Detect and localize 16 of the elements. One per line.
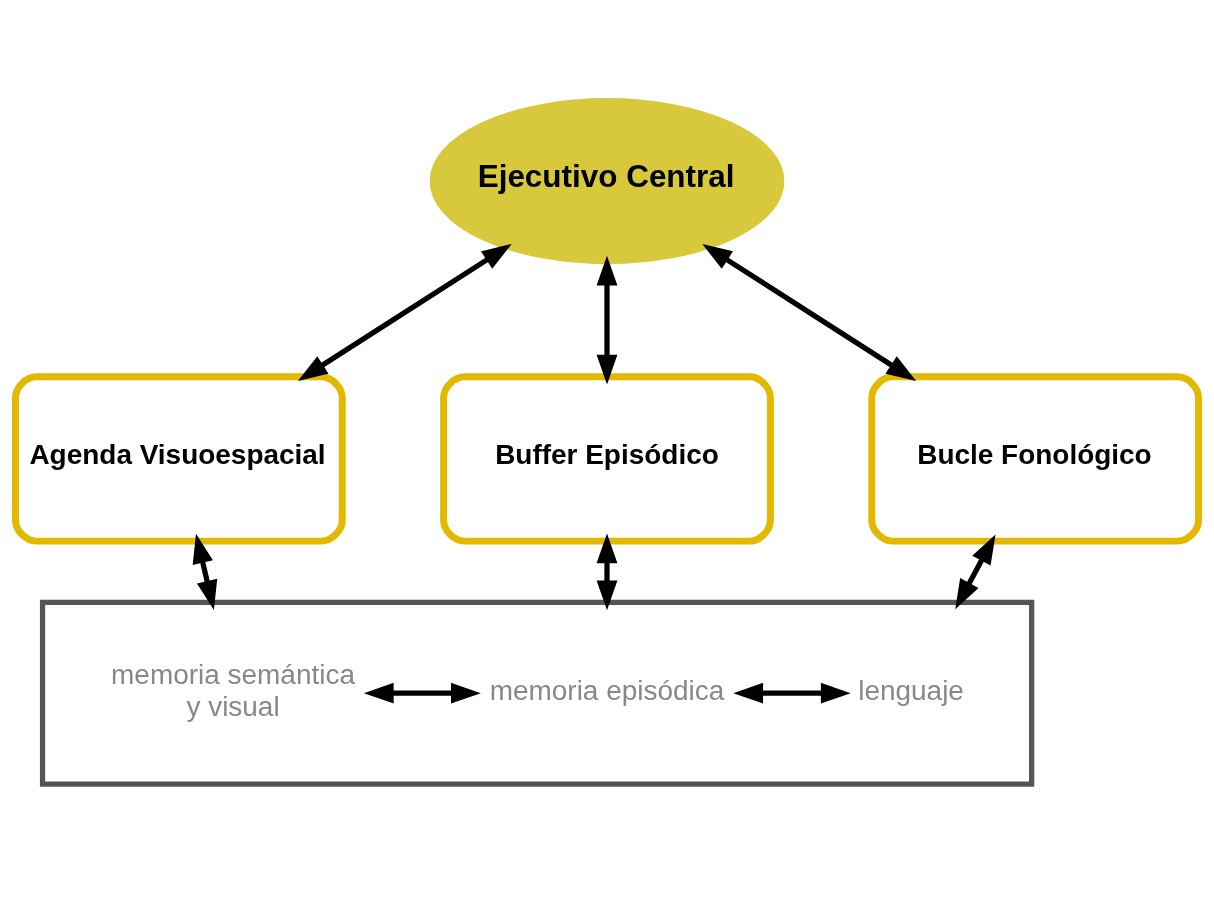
node-text: memoria episódica (489, 674, 725, 706)
node-box: Agenda Visuoespacial (11, 373, 346, 545)
node-box: Bucle Fonológico (868, 373, 1203, 545)
arrow (955, 534, 996, 610)
arrow (596, 255, 618, 385)
cluster (39, 599, 1035, 787)
node-text: lenguaje (858, 674, 964, 706)
arrow (363, 682, 481, 704)
arrow (192, 533, 218, 610)
node-ellipse: Ejecutivo Central (429, 98, 785, 265)
arrow (733, 682, 851, 704)
arrow (702, 243, 917, 381)
node-text: memoria semántica y visual (111, 659, 355, 722)
arrow (596, 533, 618, 611)
arrow (297, 243, 512, 381)
node-box: Buffer Episódico (440, 373, 774, 545)
